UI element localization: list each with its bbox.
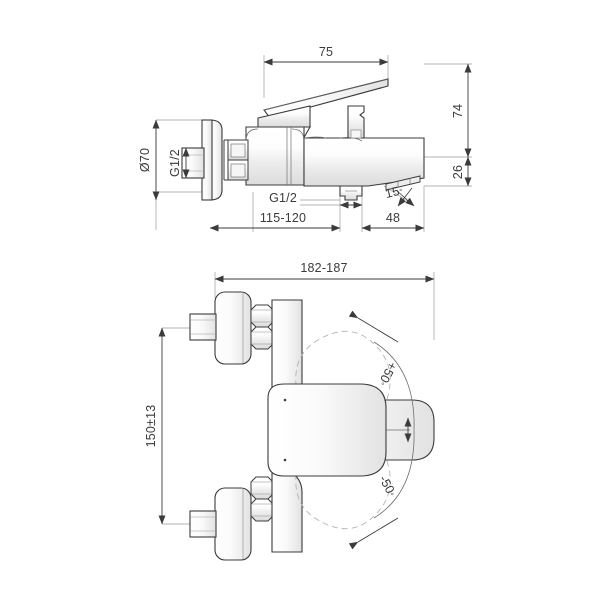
dimension-label-115-120: 115-120 — [260, 211, 306, 225]
dimension-inlet-centres: 150±13 — [144, 327, 166, 525]
lever-pivot-mark-lower — [283, 458, 287, 462]
dimension-outlet-height: 26 — [451, 156, 472, 187]
dimension-escutcheon-diameter: Ø70 — [138, 119, 160, 201]
dimension-wall-projection: 115-120 — [209, 211, 341, 232]
upper-escutcheon — [214, 291, 252, 365]
dimension-lever-reach: 75 — [263, 45, 389, 66]
dimension-label-diameter-70: Ø70 — [138, 148, 152, 172]
mixer-body-block — [245, 126, 305, 186]
dimension-label-182-187: 182-187 — [300, 261, 347, 275]
spout-body — [303, 137, 425, 187]
dimension-label-150-pm-13: 150±13 — [144, 405, 158, 448]
lower-escutcheon — [214, 487, 252, 561]
lever-handle-front — [267, 383, 387, 477]
diverter-stem — [350, 129, 362, 139]
dimension-outlet-thread: G1/2 — [269, 191, 363, 209]
dimension-spout-angle: 15° — [384, 183, 415, 207]
dimension-label-g12-inlet: G1/2 — [168, 149, 182, 177]
dimension-label-15-deg: 15° — [384, 183, 405, 201]
dimension-label-74: 74 — [451, 104, 465, 118]
view-front-elevation: 182-187 150±13 — [144, 261, 435, 561]
hose-outlet-connector — [339, 185, 363, 201]
inlet-nipple-side — [181, 147, 205, 179]
dimension-overall-height: 74 — [451, 63, 472, 158]
dimension-inlet-thread-upper: G1/2 — [168, 147, 190, 179]
dimension-label-48: 48 — [386, 211, 400, 225]
spout-outlet-lip — [385, 175, 421, 191]
dimension-label-75: 75 — [319, 45, 333, 59]
view-side-elevation: 75 74 26 Ø70 G1/2 G1/2 — [138, 45, 472, 232]
lower-inlet-nipple — [189, 510, 217, 538]
dimension-overall-width: 182-187 — [214, 261, 435, 283]
centreline-tick — [386, 417, 412, 443]
dimension-label-g12-outlet: G1/2 — [269, 191, 297, 205]
upper-inlet-nipple — [189, 313, 217, 341]
dimension-spout-projection: 48 — [361, 211, 425, 232]
lower-inlet-assembly — [189, 476, 274, 561]
eccentric-hex-nuts — [223, 139, 249, 181]
lever-pivot-mark-upper — [283, 398, 287, 402]
dimension-label-26: 26 — [451, 165, 465, 179]
escutcheon-cover — [209, 119, 223, 201]
